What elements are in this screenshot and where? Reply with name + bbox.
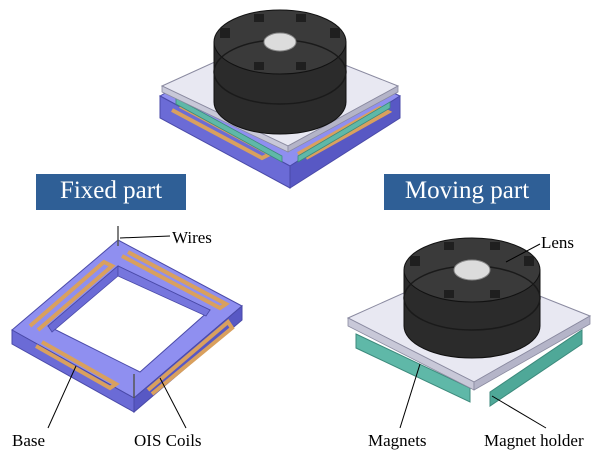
moving-lens-glass — [453, 259, 491, 281]
fixed-part-drawing — [11, 226, 243, 429]
moving-part-label: Moving part — [384, 174, 550, 210]
ois-coils-callout: OIS Coils — [134, 431, 202, 450]
assembled-module — [158, 9, 402, 189]
base-callout: Base — [12, 431, 46, 450]
fixed-part-label: Fixed part — [36, 174, 186, 210]
fixed-coil-front-right — [146, 319, 235, 396]
fixed-coil-front-left — [35, 340, 120, 391]
assembled-lens-glass — [263, 32, 297, 52]
fixed-coil-back-left — [28, 259, 116, 332]
moving-magnet-left — [355, 333, 471, 403]
moving-part-drawing — [346, 237, 592, 429]
magnets-callout: Magnets — [368, 431, 427, 450]
magnet-holder-callout: Magnet holder — [484, 431, 584, 450]
moving-magnet-right — [489, 329, 583, 407]
wires-callout: Wires — [172, 228, 212, 247]
fixed-coil-back-right — [121, 250, 230, 311]
lens-callout: Lens — [541, 233, 575, 252]
